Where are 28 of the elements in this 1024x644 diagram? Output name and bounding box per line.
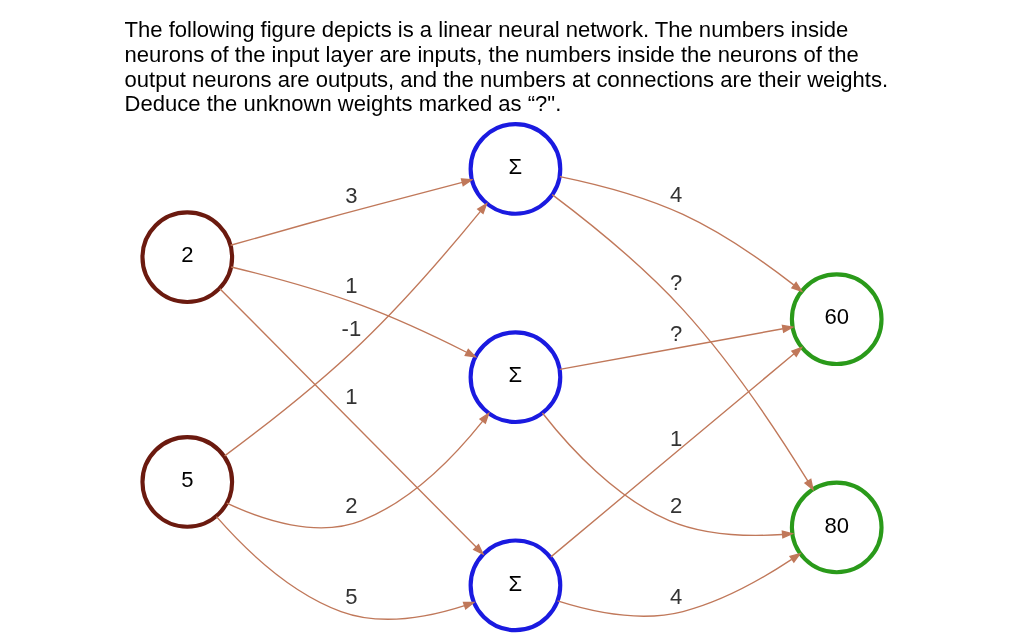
edge-label: ? <box>669 321 683 347</box>
edge-label: 1 <box>669 425 683 451</box>
node-circle: Σ <box>468 538 563 633</box>
edge-label: 2 <box>345 493 358 519</box>
node-circle: 2 <box>140 210 235 305</box>
arrow <box>223 202 488 457</box>
edge-label: -1 <box>341 315 362 341</box>
arrow <box>541 412 795 539</box>
diagram-title: The following figure depicts is a linear neural network. The numbers inside neurons of the input layer are inputs, the numbers inside the neurons of the output neurons are outputs, and the numbers at connections are their weights. Deduce the unknown weights marked as “?". <box>124 16 889 117</box>
node-circle: 5 <box>140 435 235 529</box>
edge-label: 5 <box>345 584 358 610</box>
arrow <box>229 178 474 246</box>
arrow <box>559 175 804 293</box>
arrow <box>556 552 802 617</box>
edge-label: 1 <box>345 384 358 410</box>
arrow <box>215 515 476 620</box>
edge-label: 4 <box>669 584 683 610</box>
edge-label: ? <box>669 270 683 296</box>
edge-label: 3 <box>345 183 358 209</box>
edge-label: 4 <box>669 181 683 207</box>
arrow <box>226 411 490 529</box>
arrow <box>219 287 485 556</box>
arrow <box>559 324 795 371</box>
arrow <box>230 266 478 358</box>
edge-label: 1 <box>345 272 358 298</box>
edge-label: 2 <box>669 493 683 519</box>
arrow <box>550 346 804 558</box>
arrow <box>551 193 815 492</box>
